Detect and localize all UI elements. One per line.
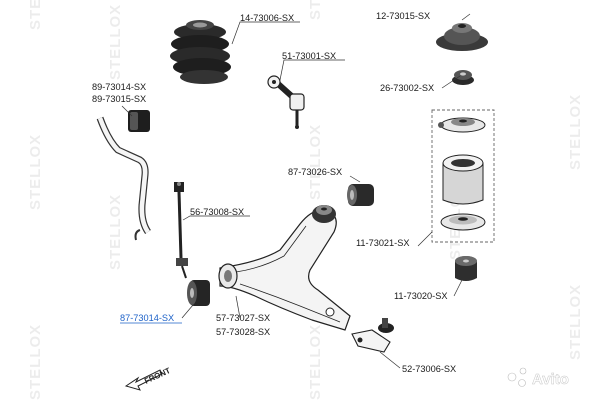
leader-lines [121, 13, 471, 369]
part-boot [170, 20, 231, 84]
svg-text:Avito: Avito [532, 371, 569, 388]
part-stab-bush [128, 110, 150, 132]
label-bearing: 26-73002-SX [380, 83, 434, 93]
part-ball-joint [351, 318, 394, 353]
part-strut-top [436, 23, 488, 51]
svg-text:STELLOX: STELLOX [567, 284, 584, 360]
part-stabilizer-bar [96, 116, 151, 241]
part-labels: 14-73006-SX 12-73015-SX 51-73001-SX 26-7… [92, 11, 456, 374]
label-stab-bush-b: 89-73015-SX [92, 94, 146, 104]
label-small-bush[interactable]: 87-73014-SX [120, 313, 174, 323]
watermark-mid: STELLOX STELLOX STELLOX [307, 0, 324, 400]
label-arm-bush: 87-73026-SX [288, 167, 342, 177]
svg-text:STELLOX: STELLOX [107, 194, 124, 270]
svg-text:STELLOX: STELLOX [27, 134, 44, 210]
svg-text:STELLOX: STELLOX [307, 0, 324, 20]
svg-text:STELLOX: STELLOX [307, 324, 324, 400]
watermark-diag: STELLOX STELLOX STELLOX [107, 4, 464, 270]
svg-text:STELLOX: STELLOX [27, 324, 44, 400]
svg-text:STELLOX: STELLOX [107, 4, 124, 80]
label-arm-a: 57-73027-SX [216, 313, 270, 323]
part-link [174, 182, 188, 279]
label-arm-rear-bush: 11-73020-SX [394, 291, 447, 301]
part-arm-rear-bush [455, 256, 477, 281]
label-stab-bush-a: 89-73014-SX [92, 82, 146, 92]
svg-text:FRONT: FRONT [143, 366, 172, 386]
label-link: 56-73008-SX [190, 207, 244, 217]
label-strut-top: 12-73015-SX [376, 11, 430, 21]
part-small-bush [187, 280, 210, 306]
avito-watermark: Avito [507, 367, 569, 388]
watermark-left: STELLOX STELLOX STELLOX [27, 0, 44, 400]
watermark-right: STELLOX STELLOX [567, 94, 584, 360]
part-tie-rod [267, 75, 305, 129]
label-tie-rod: 51-73001-SX [282, 51, 336, 61]
part-arm-bush [347, 184, 374, 206]
part-control-arm [218, 205, 351, 331]
part-bearing [452, 70, 474, 85]
label-boot: 14-73006-SX [240, 13, 294, 23]
label-arm-b: 57-73028-SX [216, 327, 270, 337]
svg-text:STELLOX: STELLOX [567, 94, 584, 170]
front-arrow: FRONT [124, 366, 172, 391]
svg-text:STELLOX: STELLOX [307, 124, 324, 200]
label-strut-kit: 11-73021-SX [356, 238, 409, 248]
svg-text:STELLOX: STELLOX [27, 0, 44, 30]
label-ball-joint: 52-73006-SX [402, 364, 456, 374]
part-strut-kit [431, 109, 495, 243]
